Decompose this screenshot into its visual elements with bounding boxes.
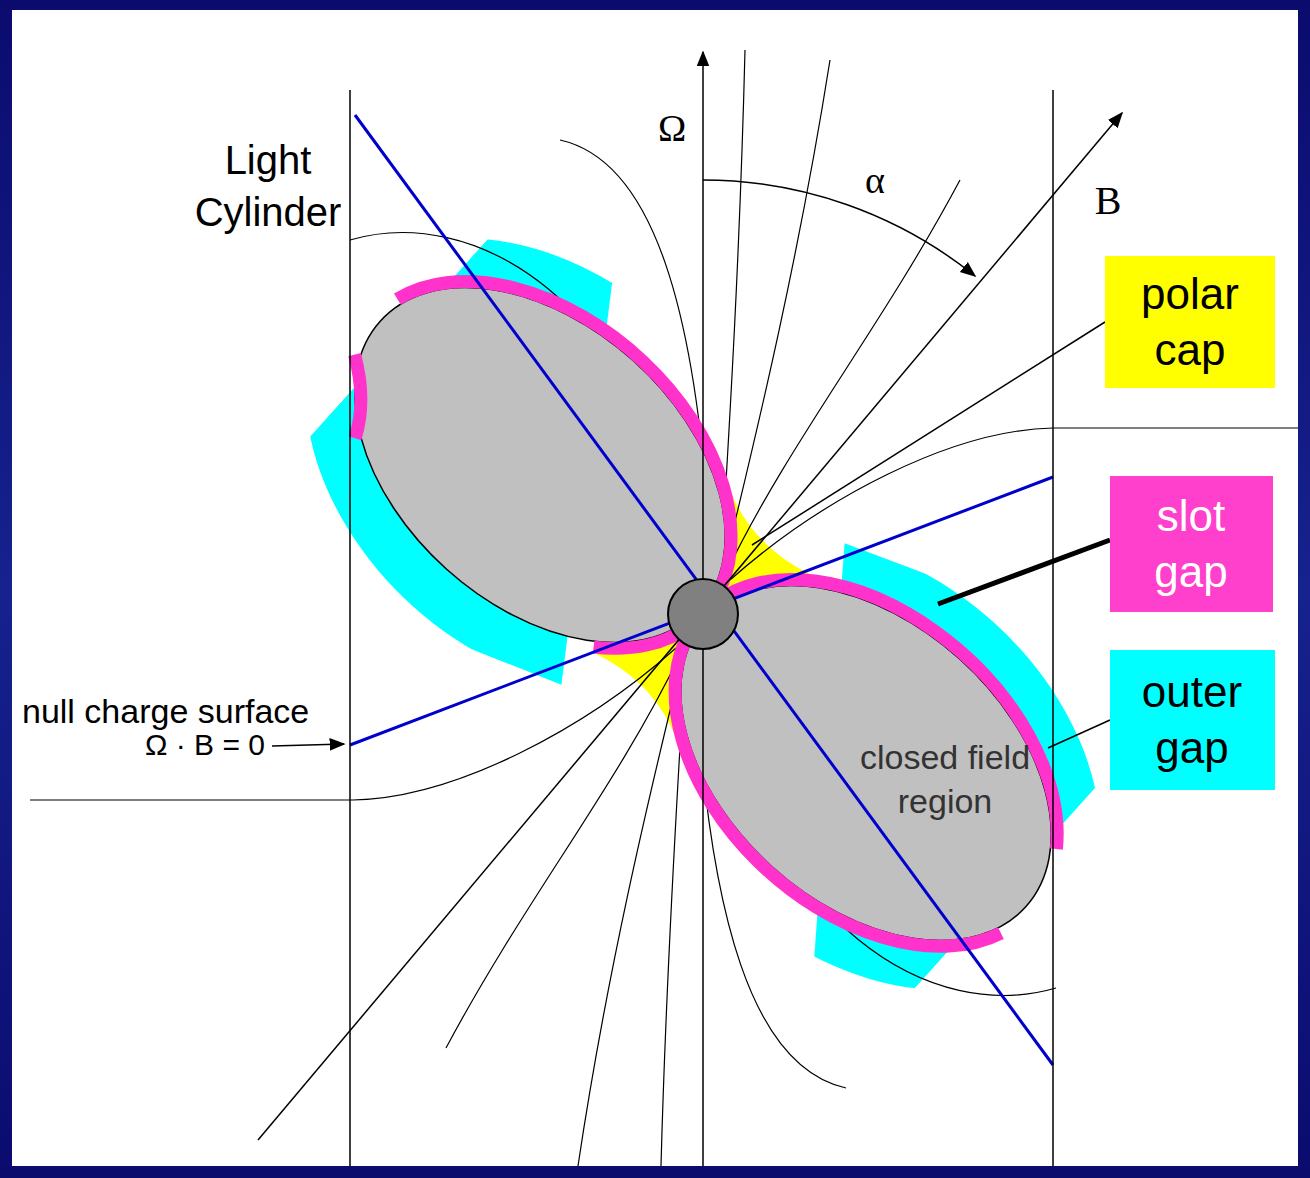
field-line	[446, 653, 681, 1048]
equation-label: Ω · B = 0	[140, 727, 270, 763]
label-slot: Ω · B = 0	[140, 727, 270, 763]
label-slot: Ω	[642, 108, 702, 148]
label-slot: Light Cylinder	[188, 134, 348, 238]
null-charge-line	[350, 477, 1053, 745]
inclination-arc	[703, 180, 975, 276]
field-line	[722, 60, 830, 575]
gap-key-box: slot gap	[1110, 476, 1273, 612]
label-slot: B	[1080, 180, 1136, 222]
axis-symbol: B	[1080, 180, 1136, 222]
key-text: slot gap	[1126, 488, 1256, 600]
leader-arrow	[272, 744, 344, 746]
lobe-axis-line	[355, 115, 1053, 1065]
leader-line	[752, 322, 1105, 545]
closed-field-lobe	[287, 217, 794, 713]
neutron-star	[668, 579, 738, 649]
region-label: closed field region	[845, 735, 1045, 823]
slot-gap-band	[355, 355, 361, 439]
field-line	[725, 180, 960, 575]
closed-field-lobe	[613, 515, 1120, 1011]
slot-gap-bands	[355, 282, 1058, 947]
field-line	[578, 653, 684, 1166]
axis-symbol: Ω	[642, 108, 702, 148]
gap-key-box: polar cap	[1105, 256, 1275, 388]
surface-label: null charge surface	[22, 692, 342, 730]
key-text: polar cap	[1125, 266, 1255, 378]
cylinder-label: Light Cylinder	[188, 134, 348, 238]
light-cylinder-line	[1052, 90, 1054, 1166]
leader-line	[938, 540, 1110, 604]
light-cylinder-line	[349, 90, 351, 1166]
field-lines	[30, 50, 1298, 1166]
angle-symbol: α	[845, 160, 905, 200]
magnetic-axis	[258, 113, 1122, 1140]
leader-line	[1048, 720, 1110, 748]
label-slot: closed field region	[845, 735, 1045, 823]
key-text: outer gap	[1127, 664, 1257, 776]
slot-gap-band	[715, 579, 1057, 849]
gap-key-box: outer gap	[1110, 650, 1275, 790]
label-slot: α	[845, 160, 905, 200]
label-slot: null charge surface	[22, 692, 342, 730]
slot-gap-band	[397, 282, 731, 599]
